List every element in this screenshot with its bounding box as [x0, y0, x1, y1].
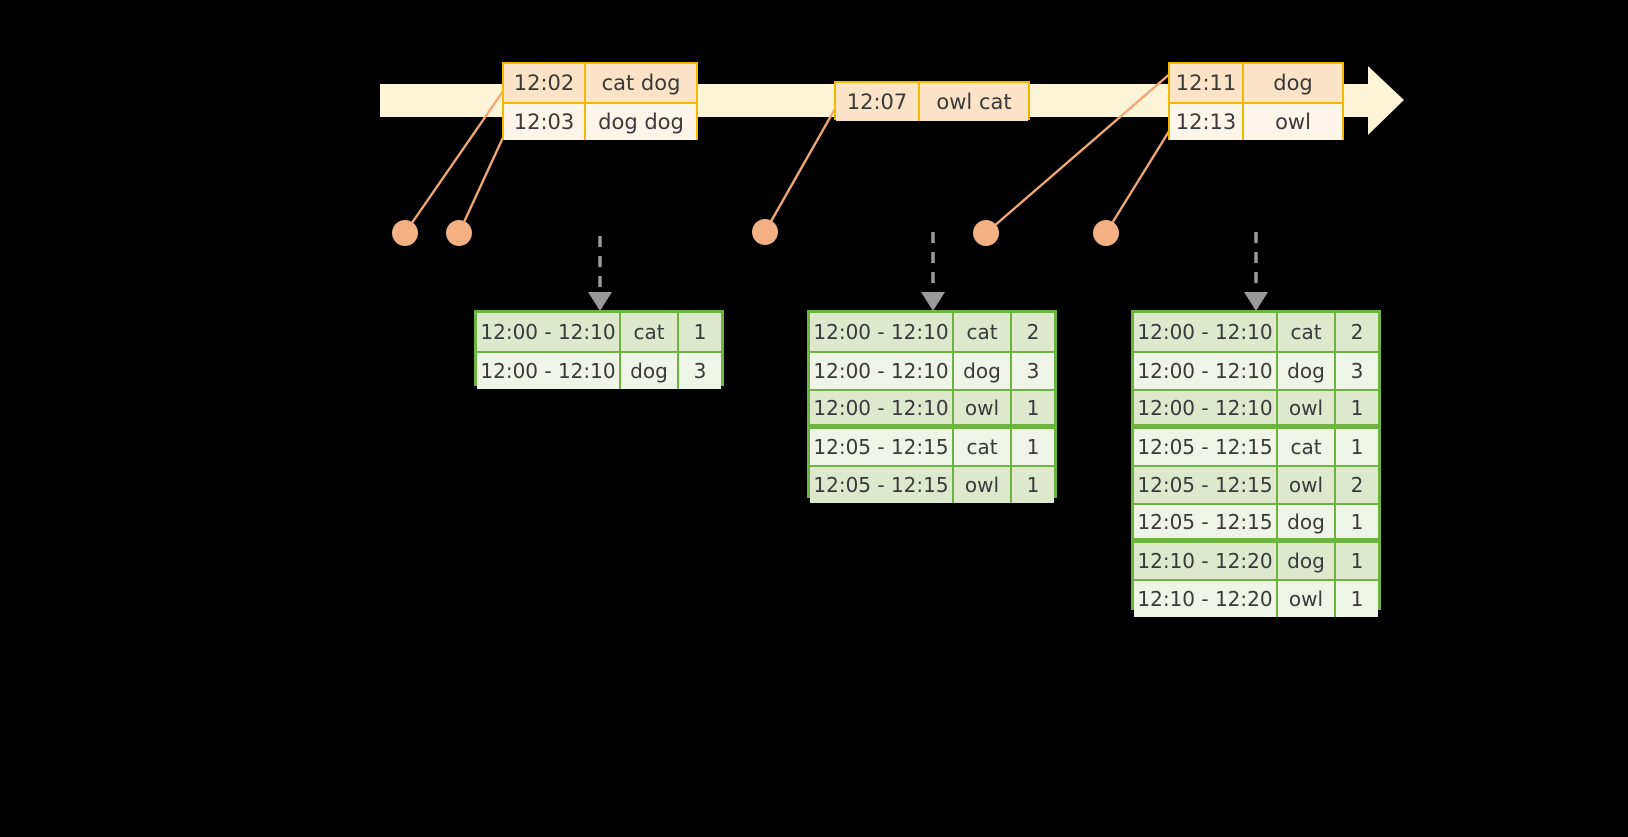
count-cell: 3 — [1336, 353, 1378, 389]
table-row[interactable]: 12:00 - 12:10 cat 2 — [810, 313, 1054, 351]
key-cell: owl — [954, 467, 1012, 503]
connector-5 — [1104, 119, 1178, 234]
count-cell: 1 — [1012, 467, 1054, 503]
result-table-3[interactable]: 12:00 - 12:10 cat 2 12:00 - 12:10 dog 3 … — [1131, 310, 1381, 617]
key-cell: cat — [954, 313, 1012, 351]
event-dot-1[interactable] — [392, 220, 418, 246]
emit-arrowhead-1 — [588, 292, 612, 311]
event-row[interactable]: 12:07 owl cat — [836, 83, 1028, 121]
event-dot-4[interactable] — [973, 220, 999, 246]
event-words: cat dog — [586, 64, 696, 102]
count-cell: 3 — [1012, 353, 1054, 389]
event-dot-3[interactable] — [752, 219, 778, 245]
count-cell: 3 — [679, 353, 721, 389]
emit-arrowhead-2 — [921, 292, 945, 311]
table-row[interactable]: 12:00 - 12:10 owl 1 — [810, 389, 1054, 427]
count-cell: 2 — [1336, 313, 1378, 351]
table-row[interactable]: 12:00 - 12:10 dog 3 — [477, 351, 721, 389]
window-cell: 12:00 - 12:10 — [810, 353, 954, 389]
event-words: owl — [1244, 104, 1342, 140]
count-cell: 1 — [1012, 391, 1054, 424]
table-row[interactable]: 12:10 - 12:20 owl 1 — [1134, 579, 1378, 617]
connector-3 — [763, 99, 842, 233]
table-row[interactable]: 12:05 - 12:15 cat 1 — [1134, 427, 1378, 465]
count-cell: 1 — [1336, 429, 1378, 465]
window-cell: 12:05 - 12:15 — [1134, 505, 1278, 538]
count-cell: 2 — [1012, 313, 1054, 351]
key-cell: cat — [954, 429, 1012, 465]
table-row[interactable]: 12:05 - 12:15 cat 1 — [810, 427, 1054, 465]
window-cell: 12:10 - 12:20 — [1134, 581, 1278, 617]
key-cell: owl — [1278, 467, 1336, 503]
table-row[interactable]: 12:00 - 12:10 dog 3 — [810, 351, 1054, 389]
window-cell: 12:00 - 12:10 — [1134, 313, 1278, 351]
event-words: dog dog — [586, 104, 696, 140]
window-cell: 12:00 - 12:10 — [1134, 353, 1278, 389]
table-row[interactable]: 12:00 - 12:10 dog 3 — [1134, 351, 1378, 389]
count-cell: 1 — [1336, 543, 1378, 579]
count-cell: 2 — [1336, 467, 1378, 503]
result-table-1[interactable]: 12:00 - 12:10 cat 1 12:00 - 12:10 dog 3 — [474, 310, 724, 389]
emit-arrows — [598, 232, 1258, 292]
count-cell: 1 — [1336, 505, 1378, 538]
event-row[interactable]: 12:02 cat dog — [504, 64, 696, 102]
key-cell: owl — [1278, 581, 1336, 617]
table-row[interactable]: 12:00 - 12:10 owl 1 — [1134, 389, 1378, 427]
key-cell: owl — [1278, 391, 1336, 424]
key-cell: cat — [1278, 429, 1336, 465]
event-dot-2[interactable] — [446, 220, 472, 246]
event-group-2[interactable]: 12:07 owl cat — [834, 81, 1030, 121]
window-cell: 12:00 - 12:10 — [477, 353, 621, 389]
event-group-1[interactable]: 12:02 cat dog 12:03 dog dog — [502, 62, 698, 140]
window-cell: 12:00 - 12:10 — [1134, 391, 1278, 424]
key-cell: dog — [1278, 543, 1336, 579]
event-time: 12:11 — [1170, 64, 1244, 102]
table-row[interactable]: 12:05 - 12:15 owl 2 — [1134, 465, 1378, 503]
count-cell: 1 — [1336, 391, 1378, 424]
key-cell: dog — [1278, 505, 1336, 538]
window-cell: 12:05 - 12:15 — [1134, 467, 1278, 503]
table-row[interactable]: 12:00 - 12:10 cat 2 — [1134, 313, 1378, 351]
event-row[interactable]: 12:13 owl — [1170, 102, 1342, 140]
event-group-3[interactable]: 12:11 dog 12:13 owl — [1168, 62, 1344, 140]
table-row[interactable]: 12:00 - 12:10 cat 1 — [477, 313, 721, 351]
key-cell: cat — [1278, 313, 1336, 351]
emit-arrowhead-3 — [1244, 292, 1268, 311]
window-cell: 12:05 - 12:15 — [810, 467, 954, 503]
table-row[interactable]: 12:05 - 12:15 dog 1 — [1134, 503, 1378, 541]
event-words: dog — [1244, 64, 1342, 102]
event-time: 12:03 — [504, 104, 586, 140]
window-cell: 12:00 - 12:10 — [810, 391, 954, 424]
key-cell: dog — [954, 353, 1012, 389]
event-words: owl cat — [920, 83, 1028, 121]
event-row[interactable]: 12:03 dog dog — [504, 102, 696, 140]
key-cell: dog — [1278, 353, 1336, 389]
key-cell: dog — [621, 353, 679, 389]
window-cell: 12:00 - 12:10 — [477, 313, 621, 351]
count-cell: 1 — [1336, 581, 1378, 617]
count-cell: 1 — [1012, 429, 1054, 465]
window-cell: 12:05 - 12:15 — [810, 429, 954, 465]
emit-arrowheads — [588, 292, 1268, 311]
key-cell: owl — [954, 391, 1012, 424]
event-time: 12:02 — [504, 64, 586, 102]
table-row[interactable]: 12:05 - 12:15 owl 1 — [810, 465, 1054, 503]
result-table-2[interactable]: 12:00 - 12:10 cat 2 12:00 - 12:10 dog 3 … — [807, 310, 1057, 503]
event-time: 12:07 — [836, 83, 920, 121]
table-row[interactable]: 12:10 - 12:20 dog 1 — [1134, 541, 1378, 579]
event-time: 12:13 — [1170, 104, 1244, 140]
window-cell: 12:05 - 12:15 — [1134, 429, 1278, 465]
window-cell: 12:00 - 12:10 — [810, 313, 954, 351]
event-row[interactable]: 12:11 dog — [1170, 64, 1342, 102]
key-cell: cat — [621, 313, 679, 351]
event-dot-5[interactable] — [1093, 220, 1119, 246]
count-cell: 1 — [679, 313, 721, 351]
window-cell: 12:10 - 12:20 — [1134, 543, 1278, 579]
